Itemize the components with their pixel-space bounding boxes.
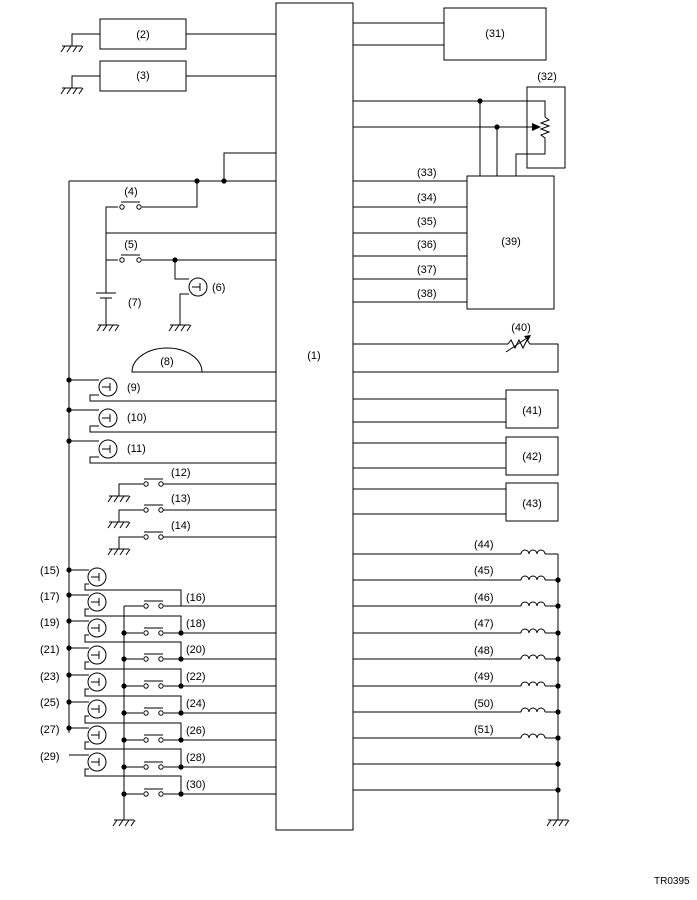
label-46: (46)	[474, 592, 494, 604]
lamp-11	[66, 438, 276, 464]
label-50: (50)	[474, 698, 494, 710]
switch-14	[107, 531, 276, 556]
label-49: (49)	[474, 671, 494, 683]
label-11: (11)	[127, 443, 146, 455]
label-17: (17)	[40, 591, 60, 603]
label-45: (45)	[474, 565, 494, 577]
switch-26	[121, 734, 184, 743]
label-2: (2)	[136, 29, 149, 41]
lamp-27	[66, 725, 276, 768]
coil-50	[353, 707, 561, 715]
switch-13	[107, 504, 276, 529]
label-28: (28)	[186, 752, 206, 764]
coil-48	[353, 654, 561, 662]
label-24: (24)	[186, 698, 206, 710]
switch-28	[121, 761, 184, 770]
label-36: (36)	[417, 239, 437, 251]
variable-resistor-40	[353, 335, 559, 373]
lamp-29	[69, 752, 276, 795]
label-9: (9)	[127, 382, 140, 394]
switch-20	[121, 653, 184, 662]
switch-18	[121, 627, 184, 636]
label-42: (42)	[522, 451, 542, 463]
battery-7	[96, 260, 120, 332]
label-7: (7)	[128, 297, 141, 309]
component-41	[353, 389, 559, 429]
switch-24	[121, 707, 184, 716]
label-39: (39)	[501, 236, 521, 248]
label-47: (47)	[474, 618, 494, 630]
switch-4	[105, 181, 276, 234]
coil-51	[353, 733, 561, 741]
label-41: (41)	[522, 405, 542, 417]
label-23: (23)	[40, 671, 60, 683]
label-38: (38)	[417, 288, 437, 300]
lamp-25	[66, 699, 276, 741]
switch-16	[124, 600, 181, 609]
label-27: (27)	[40, 724, 60, 736]
label-51: (51)	[474, 724, 494, 736]
drawing-code: TR0395	[654, 876, 690, 887]
lamp-6	[168, 260, 208, 332]
lamp-23	[66, 672, 276, 714]
switch-12	[107, 478, 276, 503]
lamp-19	[66, 618, 276, 660]
coil-45	[353, 575, 561, 583]
component-31	[353, 7, 547, 61]
label-3: (3)	[136, 70, 149, 82]
label-26: (26)	[186, 725, 206, 737]
label-18: (18)	[186, 618, 206, 630]
coil-44	[353, 549, 558, 555]
component-43	[353, 482, 559, 522]
lamp-17	[66, 592, 276, 634]
label-37: (37)	[417, 264, 437, 276]
coil-49	[353, 681, 561, 689]
label-5: (5)	[124, 239, 137, 251]
switch-30	[121, 788, 184, 797]
switch-22	[121, 680, 184, 689]
label-6: (6)	[212, 282, 225, 294]
label-48: (48)	[474, 645, 494, 657]
label-16: (16)	[186, 592, 206, 604]
label-25: (25)	[40, 697, 60, 709]
lamp-21	[66, 645, 276, 687]
buzzer-8	[131, 347, 276, 373]
lamp-15	[66, 567, 276, 607]
label-4: (4)	[124, 186, 137, 198]
label-1: (1)	[307, 350, 320, 362]
label-22: (22)	[186, 671, 206, 683]
control-unit-box	[275, 2, 354, 831]
label-30: (30)	[186, 779, 206, 791]
left-power-bus	[68, 152, 276, 630]
label-20: (20)	[186, 644, 206, 656]
label-14: (14)	[171, 520, 191, 532]
lamp-10	[66, 407, 276, 433]
label-15: (15)	[40, 565, 60, 577]
coil-46	[353, 601, 561, 609]
label-44: (44)	[474, 539, 494, 551]
label-12: (12)	[171, 467, 191, 479]
label-35: (35)	[417, 216, 437, 228]
component-2	[60, 18, 276, 53]
component-39	[353, 101, 555, 310]
coil-bank	[353, 554, 570, 827]
label-31: (31)	[485, 28, 505, 40]
coil-47	[353, 628, 561, 636]
label-33: (33)	[417, 167, 437, 179]
label-43: (43)	[522, 498, 542, 510]
label-8: (8)	[160, 356, 173, 368]
lamp-9	[66, 377, 276, 402]
component-3	[60, 60, 276, 95]
label-13: (13)	[171, 493, 191, 505]
component-42	[353, 436, 559, 476]
label-10: (10)	[127, 412, 147, 424]
label-19: (19)	[40, 617, 60, 629]
label-40: (40)	[511, 322, 531, 334]
label-32: (32)	[537, 71, 557, 83]
label-29: (29)	[40, 751, 60, 763]
potentiometer-32	[353, 86, 566, 189]
label-34: (34)	[417, 192, 437, 204]
label-21: (21)	[40, 644, 60, 656]
